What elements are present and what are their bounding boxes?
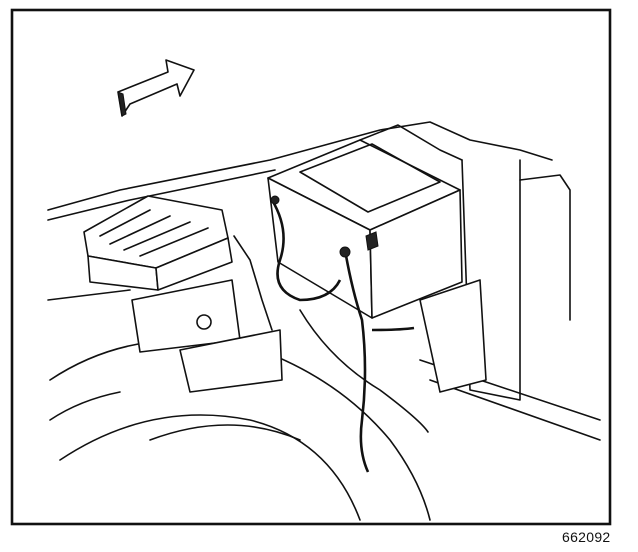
battery-cables [270, 195, 429, 473]
direction-arrow-icon [117, 59, 195, 117]
fuse-relay-box [83, 195, 283, 393]
wheel-well [49, 339, 431, 521]
battery [267, 139, 487, 393]
figure-number: 662092 [562, 529, 611, 545]
figure-frame [10, 8, 612, 526]
